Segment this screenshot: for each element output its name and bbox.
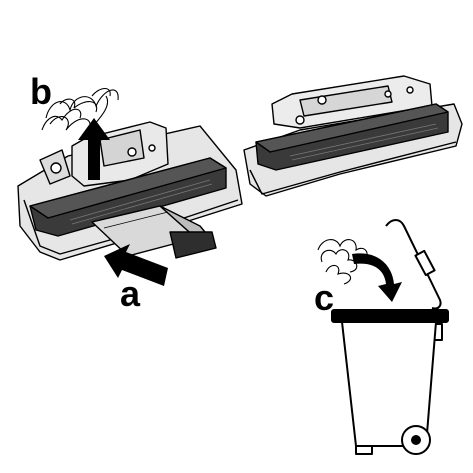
step-label-c: c: [314, 277, 335, 318]
arrow-pull-icon: [78, 118, 110, 180]
arrow-push-icon: [104, 244, 168, 286]
lint-clump-icon: [41, 87, 119, 133]
waste-bin-icon: [331, 219, 449, 455]
nozzle-assembly-closed: [243, 75, 463, 197]
arrow-drop-icon: [352, 253, 402, 302]
step-label-a: a: [120, 273, 141, 314]
lint-clump-icon: [317, 239, 368, 285]
nozzle-assembly-open: [17, 121, 243, 261]
step-label-b: b: [30, 71, 52, 112]
